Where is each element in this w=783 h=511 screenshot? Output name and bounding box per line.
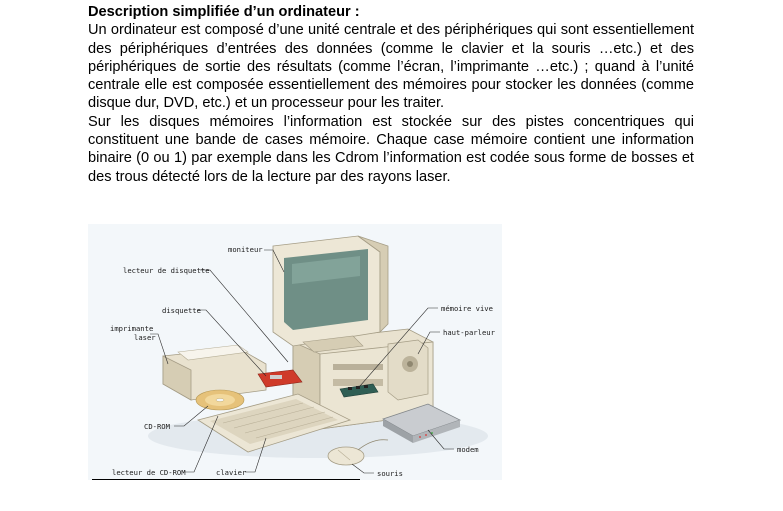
- paragraph-computer-composition: Un ordinateur est composé d’une unité ce…: [88, 22, 694, 112]
- keyboard: [197, 393, 352, 453]
- label-clavier: clavier: [216, 468, 247, 477]
- label-haut-parleur: haut-parleur: [443, 328, 496, 337]
- text-block: Description simplifiée d’un ordinateur :…: [88, 3, 694, 186]
- label-lecteur-disquette: lecteur de disquette: [123, 266, 210, 275]
- computer-diagram: moniteur lecteur de disquette disquette …: [110, 235, 496, 478]
- label-disquette: disquette: [162, 306, 201, 315]
- label-souris: souris: [377, 469, 403, 478]
- label-cd-rom: CD-ROM: [144, 422, 171, 431]
- speaker: [387, 339, 429, 401]
- label-laser: laser: [134, 333, 156, 342]
- label-moniteur: moniteur: [228, 245, 263, 254]
- cd-drive-slot: [333, 379, 383, 386]
- floppy-disk: [257, 369, 303, 388]
- paragraph-memory-disks: Sur les disques mémoires l’information e…: [88, 113, 694, 185]
- callout-lines: [150, 249, 454, 474]
- floppy-drive-slot: [333, 364, 383, 370]
- memory-module: [339, 383, 379, 398]
- mouse: [327, 439, 389, 466]
- cd-rom-disc: [195, 389, 245, 411]
- label-memoire-vive: mémoire vive: [441, 304, 493, 313]
- computer-illustration: moniteur lecteur de disquette disquette …: [88, 224, 502, 480]
- label-lecteur-cd-rom: lecteur de CD-ROM: [112, 468, 186, 477]
- label-imprimante: imprimante: [110, 324, 153, 333]
- monitor: [272, 235, 389, 353]
- laser-printer: [162, 344, 267, 401]
- label-modem: modem: [457, 445, 479, 454]
- modem: [382, 403, 462, 443]
- underline-rule: [92, 479, 360, 480]
- monitor-base: [302, 335, 364, 353]
- heading: Description simplifiée d’un ordinateur :: [88, 4, 360, 20]
